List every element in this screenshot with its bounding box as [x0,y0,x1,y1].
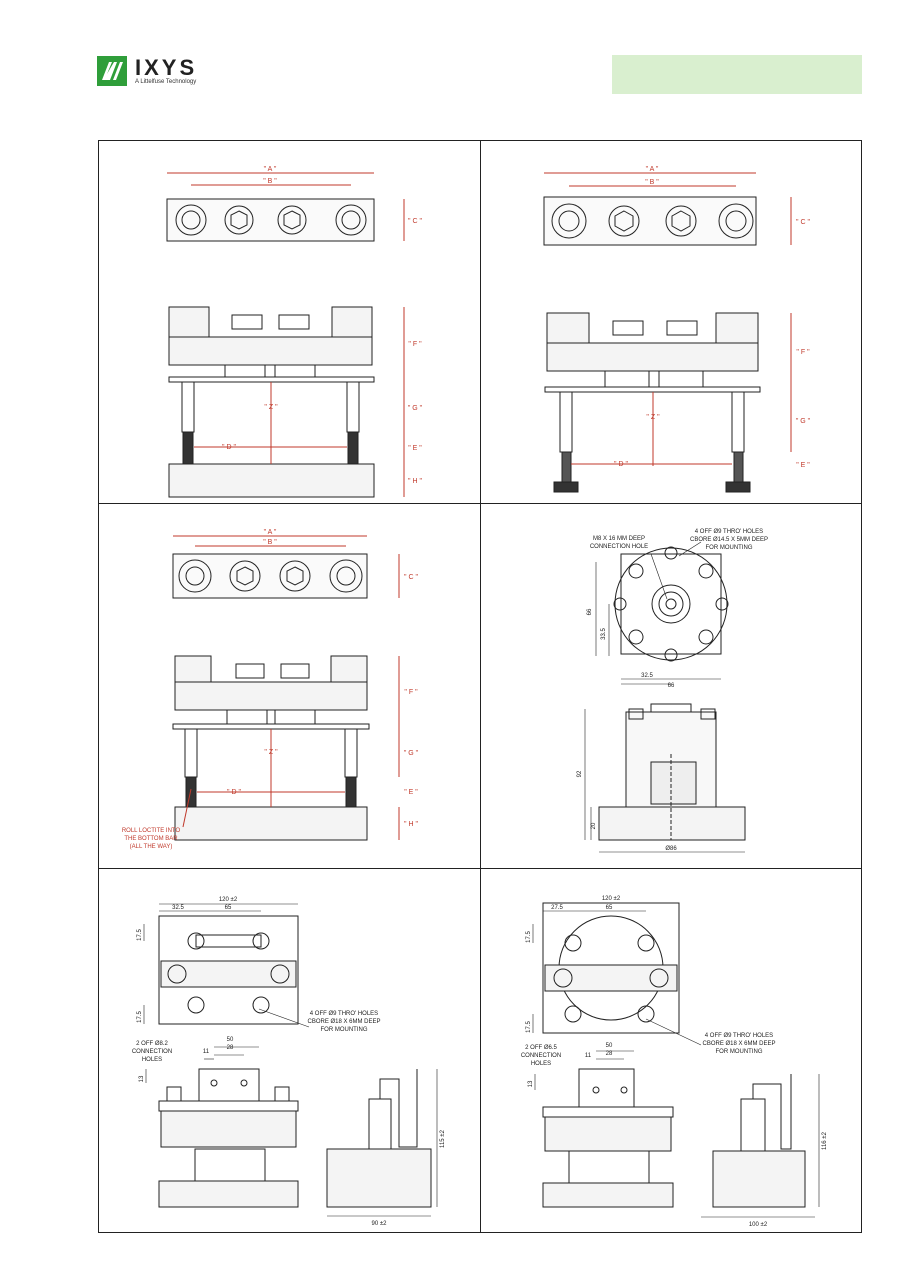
mount-label-3: FOR MOUNTING [706,545,753,551]
dim-a: " A " [264,529,277,536]
panel-4-round-assembly: M8 X 16 MM DEEP CONNECTION HOLE 4 OFF Ø9… [577,529,768,853]
mount-label-3: FOR MOUNTING [321,1027,368,1033]
dim-b: " B " [263,178,277,185]
dim-c: " C " [408,218,422,225]
note-line-1: ROLL LOCTITE INTO [122,828,181,834]
header-box [612,55,862,94]
dim-f: " F " [796,349,810,356]
note-line-3: (ALL THE WAY) [130,844,173,850]
dim-50: 50 [227,1037,234,1043]
hole-label-1: 2 OFF Ø8.2 [136,1041,168,1047]
dim-66-h: 66 [668,683,675,689]
dim-e: " E " [796,462,810,469]
dim-a: " A " [264,166,277,173]
dim-b: " B " [645,179,659,186]
dim-11: 11 [585,1053,592,1059]
dim-base-width: 100 ±2 [749,1222,768,1228]
hole-label-2: CONNECTION HOLE [590,544,648,550]
dim-86: Ø86 [665,846,677,852]
dim-g: " G " [408,405,423,412]
dim-h: " H " [404,821,418,828]
dim-11: 11 [203,1049,210,1055]
dim-50: 50 [606,1043,613,1049]
mount-label-1: 4 OFF Ø9 THRO' HOLES [705,1033,773,1039]
dim-g: " G " [404,750,419,757]
dim-17-5-top: 17.5 [137,929,143,941]
dim-13: 13 [139,1075,145,1082]
dim-c: " C " [796,219,810,226]
brand-name: IXYS [135,55,198,80]
mount-label-3: FOR MOUNTING [716,1049,763,1055]
panel-3-assembly: " A " " B " " C " " F " " G " " Z " " D … [122,529,419,850]
dim-e: " E " [408,445,422,452]
dim-d: " D " [222,444,236,451]
dim-32-5: 32.5 [172,905,184,911]
dim-17-5-top: 17.5 [526,931,532,943]
panel-5-bar-assembly: 120 ±2 32.5 65 17.5 17.5 4 OFF Ø9 THRO' … [132,897,446,1227]
frame-divider-2 [98,868,862,869]
mount-label-2: CBORE Ø18 X 6MM DEEP [702,1041,775,1047]
dim-13: 13 [528,1080,534,1087]
dim-width: 120 ±2 [219,897,238,903]
dim-28: 28 [606,1051,613,1057]
dim-height: 116 ±2 [822,1131,828,1150]
dim-20: 20 [591,822,597,829]
brand-tagline: A Littelfuse Technology [135,79,197,85]
dim-28: 28 [227,1045,234,1051]
dim-92: 92 [577,770,583,777]
frame-divider-1 [98,503,862,504]
panel-1-assembly: " A " " B " " C " " F " " G " " Z " " D … [166,166,423,498]
dim-32-5: 32.5 [641,673,653,679]
dim-e: " E " [404,789,418,796]
dim-height: 115 ±2 [440,1129,446,1148]
dim-width: 120 ±2 [602,896,621,902]
ixys-logo: IXYS A Littelfuse Technology [97,54,217,90]
hole-label-3: HOLES [142,1057,162,1063]
dim-33-5: 33.5 [601,628,607,640]
dim-65: 65 [225,905,232,911]
dim-27-5: 27.5 [551,905,563,911]
mount-label-2: CBORE Ø18 X 6MM DEEP [307,1019,380,1025]
dim-h: " H " [408,478,422,485]
dim-z: " Z " [264,749,278,756]
dim-b: " B " [263,539,277,546]
logo-mark-icon [97,56,127,86]
dim-f: " F " [408,341,422,348]
dim-z: " Z " [264,404,278,411]
dim-f: " F " [404,689,418,696]
dim-a: " A " [646,166,659,173]
mount-label-2: CBORE Ø14.5 X 5MM DEEP [690,537,768,543]
panel-2-assembly: " A " " B " " C " " F " " G " " Z " " D … [543,166,811,493]
dim-g: " G " [796,418,811,425]
hole-label-1: M8 X 16 MM DEEP [593,536,645,542]
dim-d: " D " [614,461,628,468]
note-line-2: THE BOTTOM BAR [124,836,178,842]
dim-d: " D " [227,789,241,796]
hole-label-1: 2 OFF Ø6.5 [525,1045,557,1051]
dim-base-width: 90 ±2 [372,1221,388,1227]
dim-17-5-bottom: 17.5 [526,1021,532,1033]
hole-label-2: CONNECTION [521,1053,561,1059]
frame-divider-vertical [480,140,481,1233]
dim-z: " Z " [646,414,660,421]
mount-label-1: 4 OFF Ø9 THRO' HOLES [695,529,763,535]
panel-6-bar-assembly: 120 ±2 27.5 65 17.5 17.5 4 OFF Ø9 THRO' … [521,896,828,1228]
dim-17-5-bottom: 17.5 [137,1011,143,1023]
hole-label-3: HOLES [531,1061,551,1067]
dim-65: 65 [606,905,613,911]
dim-66-v: 66 [587,608,593,615]
mount-label-1: 4 OFF Ø9 THRO' HOLES [310,1011,378,1017]
dim-c: " C " [404,574,418,581]
hole-label-2: CONNECTION [132,1049,172,1055]
